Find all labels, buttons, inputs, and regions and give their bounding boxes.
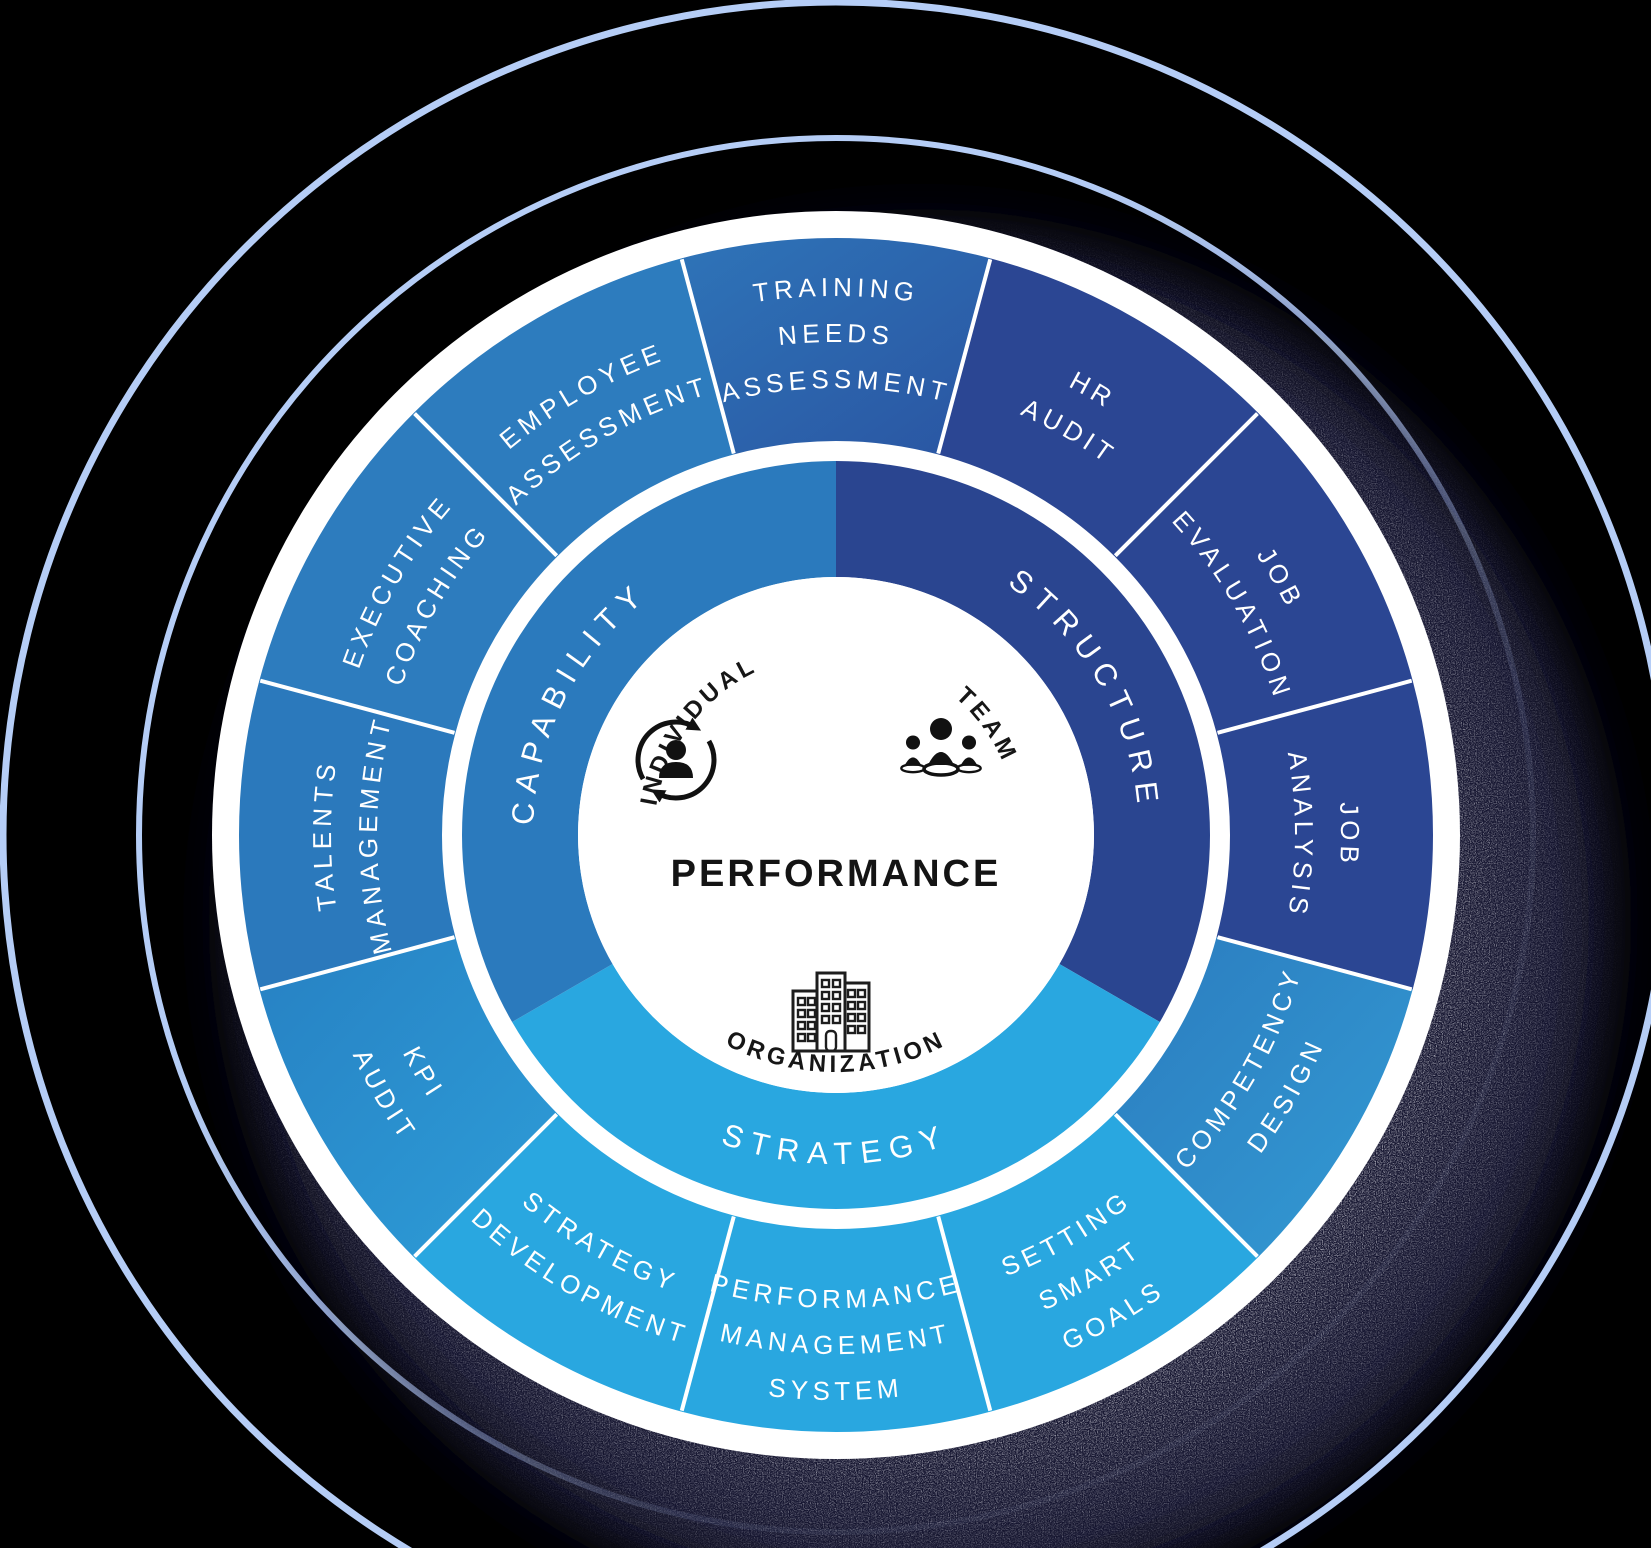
wheel-segments bbox=[239, 237, 1433, 1432]
outer-label-performance-management-system: SYSTEM bbox=[767, 1372, 905, 1406]
middle-segment-structure bbox=[836, 461, 1210, 1022]
segment-divider bbox=[1113, 1112, 1259, 1258]
segment-divider bbox=[1217, 678, 1413, 735]
team-icon bbox=[900, 718, 982, 777]
outer-segment-job-evaluation bbox=[1114, 412, 1413, 734]
segment-divider bbox=[259, 678, 455, 735]
outer-segment-job-analysis bbox=[1216, 680, 1433, 990]
middle-segment-strategy bbox=[512, 964, 1160, 1210]
center-circle bbox=[578, 577, 1094, 1093]
segment-divider bbox=[679, 1216, 736, 1412]
segment-divider bbox=[1113, 412, 1259, 558]
segment-divider bbox=[413, 1112, 559, 1258]
outer-segment-kpi-audit bbox=[259, 936, 558, 1258]
segment-divider bbox=[936, 258, 993, 454]
outer-segment-executive-coaching bbox=[259, 412, 558, 734]
outer-label-job-analysis: JOB bbox=[1334, 801, 1365, 868]
outer-segment-employee-assessment bbox=[413, 258, 735, 557]
segment-divider bbox=[259, 935, 455, 992]
segment-divider bbox=[936, 1216, 993, 1412]
segment-divider bbox=[679, 258, 736, 454]
outer-label-training-needs-assessment: NEEDS bbox=[777, 318, 896, 351]
middle-segment-capability bbox=[461, 461, 836, 1022]
segment-divider bbox=[1217, 935, 1413, 992]
individual-refresh-icon bbox=[635, 717, 717, 803]
outer-segment-competency-design bbox=[1114, 936, 1413, 1258]
outer-label-talents-management: TALENTS bbox=[307, 757, 342, 913]
outer-segment-setting-smart-goals bbox=[937, 1113, 1259, 1412]
outer-segment-performance-management-system bbox=[681, 1215, 991, 1432]
outer-segment-hr-audit bbox=[937, 258, 1259, 557]
segment-divider bbox=[413, 412, 559, 558]
organization-buildings-icon bbox=[791, 971, 871, 1053]
center-title: PERFORMANCE bbox=[671, 853, 1002, 895]
outer-segment-talents-management bbox=[239, 680, 456, 990]
outer-segment-strategy-development bbox=[413, 1113, 735, 1412]
outer-segment-training-needs-assessment bbox=[681, 237, 991, 455]
